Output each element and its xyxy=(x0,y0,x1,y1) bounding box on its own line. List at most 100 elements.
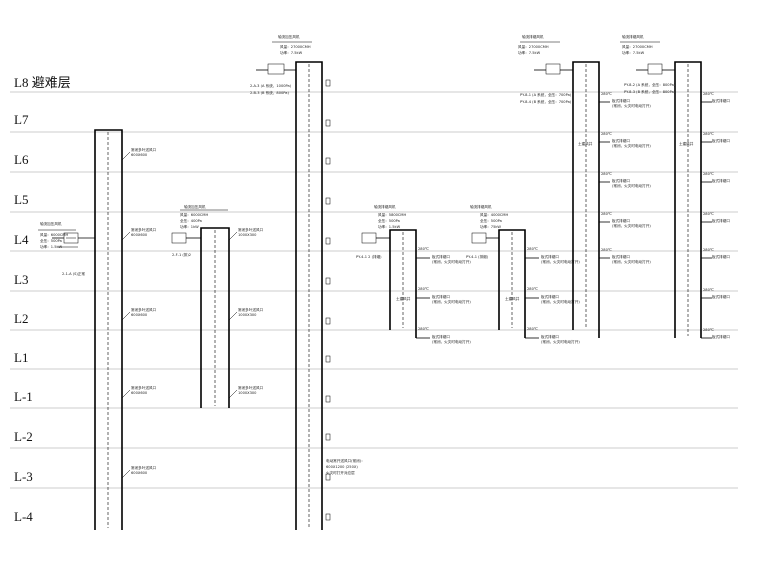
damper-5a: 280℃ xyxy=(527,247,538,251)
outlet-label-8: 常闭多叶送风口 xyxy=(238,385,264,390)
smoke-outlet-sub-5c: (常闭，火灾时电动打开) xyxy=(541,339,580,344)
smoke-outlet-4b: 板式排烟口 xyxy=(432,294,450,299)
level-label-b1: L-1 xyxy=(14,389,33,404)
smoke-outlet-6c: 板式排烟口 xyxy=(612,178,630,183)
fan-l4-r2-spec2: 全压：500Pa xyxy=(480,218,502,223)
outlet-label-3: 常闭多叶送风口 xyxy=(131,307,157,312)
level-label-b4: L-4 xyxy=(14,509,33,524)
fan-l8-r1-spec2: 功率：7.5kW xyxy=(518,50,541,55)
outlet-label-2: 常闭多叶送风口 xyxy=(131,227,157,232)
level-label-l1: L1 xyxy=(14,350,29,365)
smoke-outlet-sub-5a: (常闭，火灾时电动打开) xyxy=(541,259,580,264)
damper-6b: 280℃ xyxy=(601,132,612,136)
smoke-outlet-7e: 板式排烟口 xyxy=(712,254,730,259)
level-label-l8: L8 避难层 xyxy=(14,75,71,90)
smoke-outlet-sub-4a: (常闭，火灾时电动打开) xyxy=(432,259,471,264)
outlet-size-7: 1000X300 xyxy=(238,313,257,317)
fan-l4-left-tag: 2-1-A (S)正常 xyxy=(62,271,85,276)
damper-4b: 280℃ xyxy=(418,287,429,291)
shaft-label-7: 土建风井 xyxy=(679,141,694,146)
damper-6e: 280℃ xyxy=(601,248,612,252)
damper-7b: 280℃ xyxy=(703,132,714,136)
riser-4 xyxy=(361,229,430,339)
level-label-l4: L4 xyxy=(14,232,29,247)
smoke-outlet-sub-4c: (常闭，火灾时电动打开) xyxy=(432,339,471,344)
fan-l4-r2-tag: PY-4-1 (排烟) xyxy=(466,254,489,259)
smoke-outlet-4c: 板式排烟口 xyxy=(432,334,450,339)
smoke-outlet-7b: 板式排烟口 xyxy=(712,138,730,143)
smoke-outlet-sub-6d: (常闭，火灾时电动打开) xyxy=(612,223,651,228)
damper-4c: 280℃ xyxy=(418,327,429,331)
outlet-size-3: 600X600 xyxy=(131,313,148,317)
level-label-l6: L6 xyxy=(14,152,29,167)
damper-5b: 280℃ xyxy=(527,287,538,291)
damper-6c: 280℃ xyxy=(601,172,612,176)
basement-note-2: 600X1200 (250X) xyxy=(326,465,358,469)
fan-l4-r1-title: 轴流排烟风机 xyxy=(374,204,396,209)
riser-2 xyxy=(171,209,238,408)
smoke-outlet-sub-5b: (常闭，火灾时电动打开) xyxy=(541,299,580,304)
level-label-b2: L-2 xyxy=(14,429,33,444)
smoke-outlet-sub-6b: (常闭，火灾时电动打开) xyxy=(612,143,651,148)
fan-l4-mid-spec2: 全压：400Pa xyxy=(180,218,202,223)
level-label-l5: L5 xyxy=(14,192,29,207)
riser-1 xyxy=(94,129,131,530)
fan-l8-r1-spec1: 风量：27000CMH xyxy=(518,44,549,49)
fan-l4-left-spec1: 风量：6000CMH xyxy=(40,232,69,237)
smoke-outlet-sub-6a: (常闭，火灾时电动打开) xyxy=(612,103,651,108)
damper-7a: 280℃ xyxy=(703,92,714,96)
smoke-outlet-6b: 板式排烟口 xyxy=(612,138,630,143)
level-label-l7: L7 xyxy=(14,112,29,127)
fan-l4-r2-title: 轴流排烟风机 xyxy=(470,204,492,209)
level-label-l3: L3 xyxy=(14,272,29,287)
damper-7c: 280℃ xyxy=(703,172,714,176)
smoke-outlet-7c: 板式排烟口 xyxy=(712,178,730,183)
riser-6 xyxy=(520,41,610,338)
fan-l8-r1-title: 轴流排烟风机 xyxy=(522,34,544,39)
smoke-outlet-7f: 板式排烟口 xyxy=(712,294,730,299)
damper-7f: 280℃ xyxy=(703,288,714,292)
fan-l8-r2-tag2: PY-8-3 (B 系统，全压：800Pa) xyxy=(624,89,676,94)
fan-l8-mid-spec2: 功率：7.5kW xyxy=(280,50,303,55)
riser-3 xyxy=(256,41,323,530)
fan-l4-left xyxy=(38,229,95,248)
fan-l8-mid-tag2: 2-B-3 (B 系统，800Pa) xyxy=(250,90,290,95)
fan-l4-mid-spec1: 风量：6000CMH xyxy=(180,212,209,217)
outlet-label-1: 常闭多叶送风口 xyxy=(131,147,157,152)
fan-l8-mid-tag1: 2-A-3 (A 系统，1000Pa) xyxy=(250,83,292,88)
outlet-label-6: 常闭多叶送风口 xyxy=(238,227,264,232)
fan-l8-r2-spec2: 功率：7.5kW xyxy=(622,50,645,55)
floor-lines xyxy=(10,91,738,489)
smoke-outlet-sub-6e: (常闭，火灾时电动打开) xyxy=(612,259,651,264)
damper-5c: 280℃ xyxy=(527,327,538,331)
fan-l4-left-spec3: 功率：1.5kW xyxy=(40,244,63,249)
damper-7e: 280℃ xyxy=(703,248,714,252)
smoke-outlet-7g: 板式排烟口 xyxy=(712,334,730,339)
outlet-label-7: 常闭多叶送风口 xyxy=(238,307,264,312)
shaft-label-6: 土建风井 xyxy=(578,141,593,146)
outlet-size-1: 600X600 xyxy=(131,153,148,157)
damper-7g: 280℃ xyxy=(703,328,714,332)
outlet-size-2: 600X600 xyxy=(131,233,148,237)
fan-l4-r2-spec1: 风量：4000CMH xyxy=(480,212,509,217)
smoke-outlet-sub-4b: (常闭，火灾时电动打开) xyxy=(432,299,471,304)
smoke-outlet-sub-6c: (常闭，火灾时电动打开) xyxy=(612,183,651,188)
shaft-label-4: 土建风井 xyxy=(396,296,411,301)
fan-l8-r1-tag2: PY-8-4 (B 系统，全压：700Pa) xyxy=(520,99,572,104)
fan-l8-r2-spec1: 风量：27000CMH xyxy=(622,44,653,49)
level-label-b3: L-3 xyxy=(14,469,33,484)
fan-l4-mid-title: 轴流加压风机 xyxy=(184,204,206,209)
outlet-size-4: 600X600 xyxy=(131,391,148,395)
fan-l4-left-spec2: 全压：500Pa xyxy=(40,238,62,243)
smoke-outlet-5c: 板式排烟口 xyxy=(541,334,559,339)
riser-7 xyxy=(620,41,712,339)
outlet-size-6: 1000X300 xyxy=(238,233,257,237)
smoke-outlet-6e: 板式排烟口 xyxy=(612,254,630,259)
damper-7d: 280℃ xyxy=(703,212,714,216)
fan-l4-r1-spec3: 功率：1.5kW xyxy=(378,224,401,229)
fan-l4-r2-spec3: 功率：75kW xyxy=(480,224,501,229)
damper-6d: 280℃ xyxy=(601,212,612,216)
outlet-label-4: 常闭多叶送风口 xyxy=(131,385,157,390)
